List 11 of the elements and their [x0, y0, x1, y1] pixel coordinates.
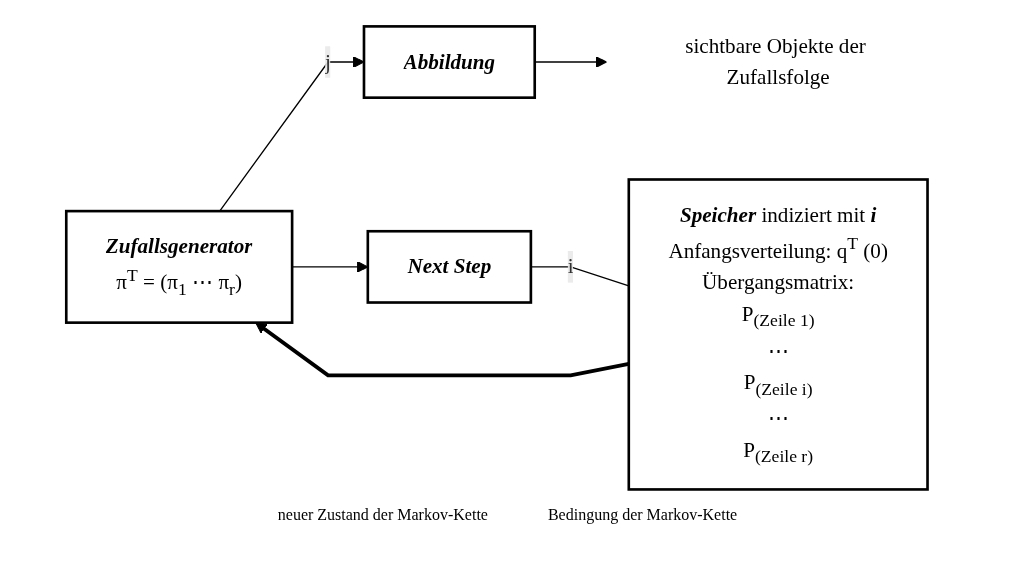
note-text: neuer Zustand der Markov-Kette — [277, 506, 488, 524]
node-text: sichtbare Objekte der Zufallsfolge — [684, 34, 866, 89]
edge-label: j — [324, 50, 331, 73]
node-box: Speicher indiziert mit i Anfangsverteilung: q$^{T}$ (0) Übergangsmatrix: P$_{(Zeile 1)}$ ⋯ P$_{(Zeile i)}$ ⋯ P$_{(Zeile r)}$ — [626, 178, 929, 491]
note-text: Bedingung der Markov-Kette — [547, 506, 738, 524]
arrow — [218, 56, 364, 212]
node-box: Abbildung — [362, 25, 536, 99]
arrow — [254, 322, 629, 378]
node-box: Zufallsgenerator π$^{T}$ = (π$_{1}$ ⋯ π$_{r}$) — [64, 209, 293, 324]
edge-label: i — [567, 255, 574, 278]
node-box: Next Step — [366, 229, 532, 304]
